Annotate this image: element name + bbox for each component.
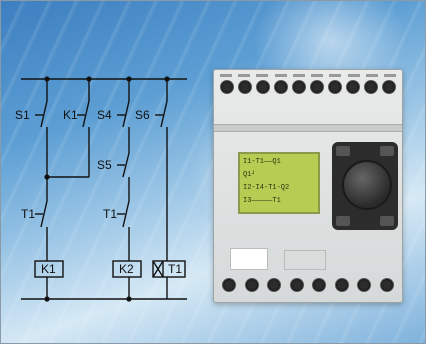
label-t1-left: T1 bbox=[21, 207, 35, 221]
switch-s5 bbox=[122, 152, 130, 178]
pad-button-top-right bbox=[380, 146, 394, 156]
terminal-labels-top bbox=[220, 74, 396, 80]
label-s5: S5 bbox=[97, 158, 112, 172]
label-k1-contact: K1 bbox=[63, 108, 78, 122]
label-slot bbox=[284, 250, 326, 270]
pad-button-bottom-right bbox=[380, 216, 394, 226]
label-coil-t1: T1 bbox=[168, 262, 182, 276]
label-s1: S1 bbox=[15, 108, 30, 122]
label-plate bbox=[230, 248, 268, 270]
label-s4: S4 bbox=[97, 108, 112, 122]
lcd-display: I1-T1——Q1 Q1┘ I2-I4-T1-Q2 I3—————T1 bbox=[238, 152, 320, 214]
label-coil-k2: K2 bbox=[119, 262, 134, 276]
coil-k1 bbox=[34, 260, 64, 278]
coil-k2 bbox=[112, 260, 142, 278]
switch-s6 bbox=[160, 100, 168, 128]
cursor-dial bbox=[342, 160, 392, 210]
lcd-line-3: I2-I4-T1-Q2 bbox=[243, 184, 290, 192]
terminal-row-bottom bbox=[222, 278, 394, 298]
label-t1-mid: T1 bbox=[103, 207, 117, 221]
terminal-row-top bbox=[220, 80, 396, 100]
lcd-line-2: Q1┘ bbox=[243, 171, 256, 179]
label-coil-k1: K1 bbox=[41, 262, 56, 276]
switch-k1 bbox=[82, 100, 90, 128]
control-pad bbox=[332, 142, 398, 230]
switch-t1-left bbox=[40, 200, 48, 228]
label-s6: S6 bbox=[135, 108, 150, 122]
device-divider bbox=[214, 124, 402, 132]
pad-button-top-left bbox=[336, 146, 350, 156]
switch-t1-mid bbox=[122, 200, 130, 228]
switch-s4 bbox=[122, 100, 130, 128]
switch-s1 bbox=[40, 100, 48, 128]
lcd-line-1: I1-T1——Q1 bbox=[243, 158, 281, 166]
plc-device: I1-T1——Q1 Q1┘ I2-I4-T1-Q2 I3—————T1 bbox=[213, 69, 403, 303]
coil-t1 bbox=[152, 260, 186, 278]
lcd-line-4: I3—————T1 bbox=[243, 197, 281, 205]
pad-button-bottom-left bbox=[336, 216, 350, 226]
